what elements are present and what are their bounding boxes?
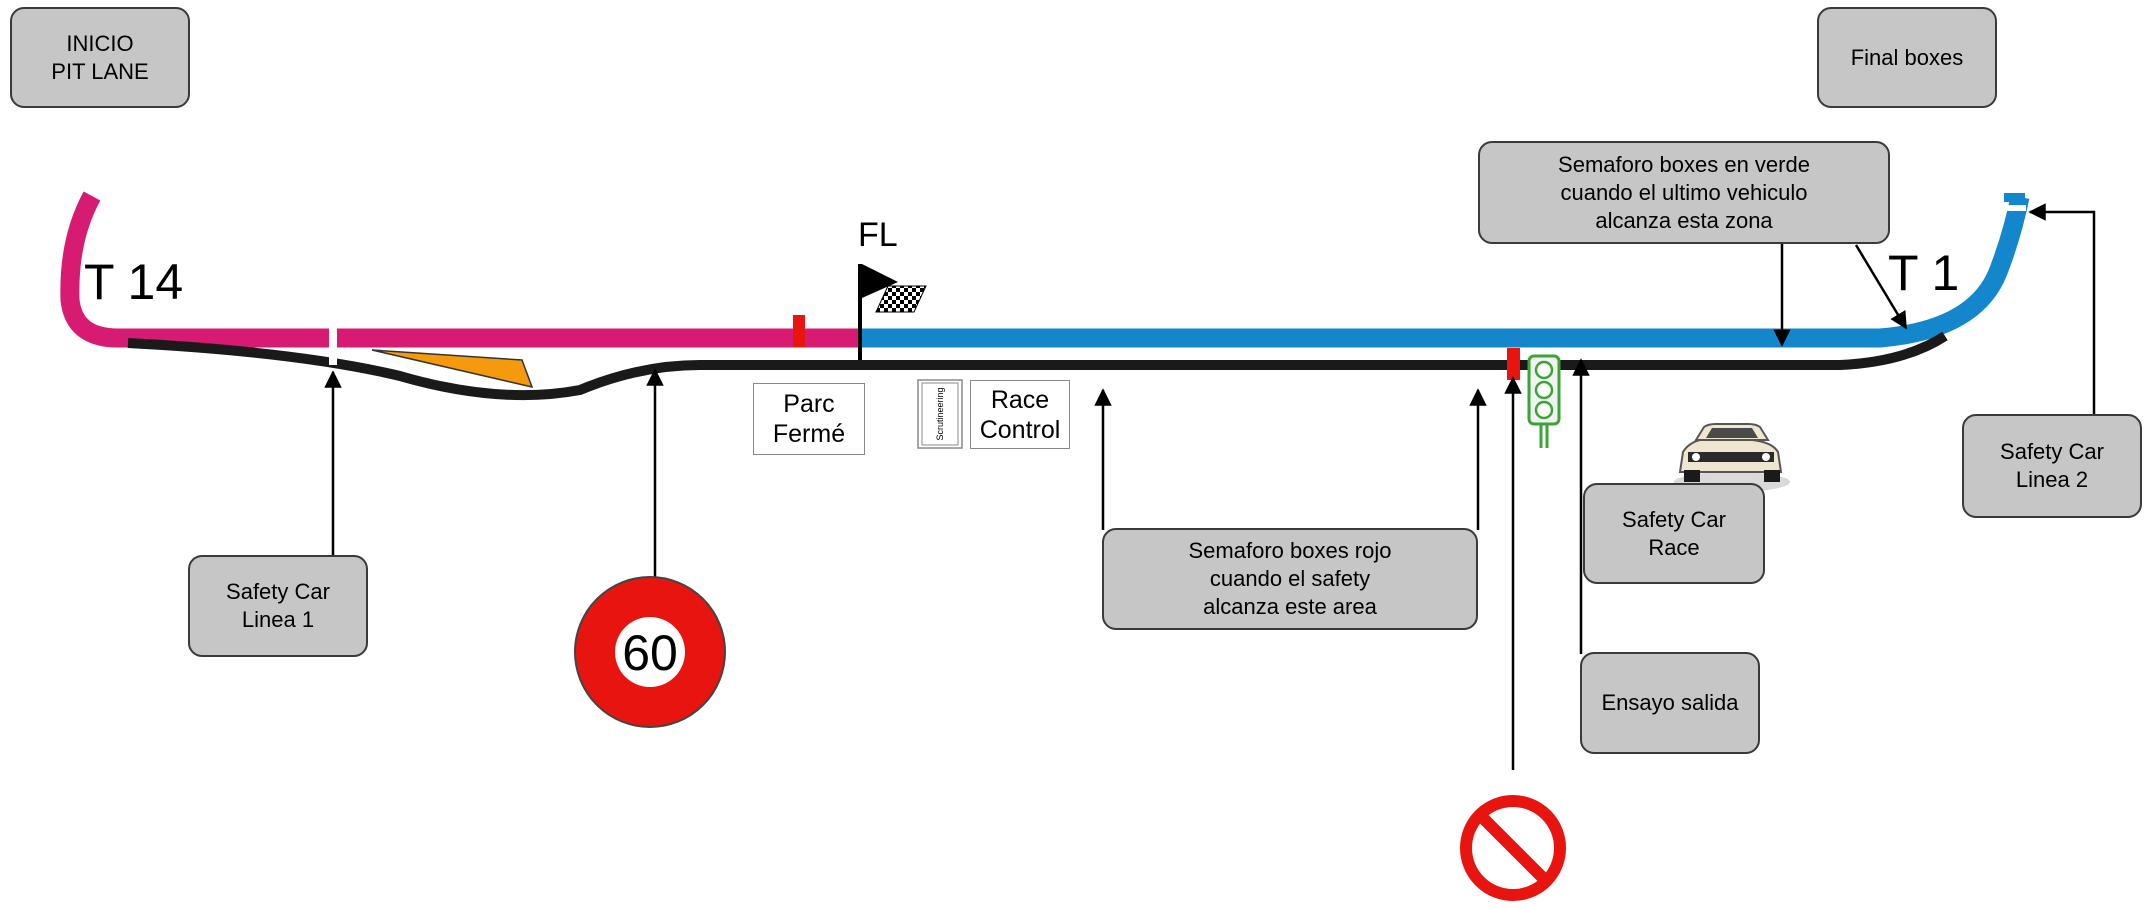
pit-lane-start-marker	[329, 327, 337, 365]
finish-line-label: FL	[858, 216, 898, 254]
turn-14-label: T 14	[84, 254, 184, 310]
track-blue-gap-marker	[2000, 205, 2026, 211]
arrow-semaforo-verde-diagonal	[1854, 244, 1908, 330]
no-entry-sign-icon	[1460, 795, 1566, 901]
pit-entry-wedge	[371, 349, 534, 389]
safety-car-linea-1-box: Safety Car Linea 1	[188, 555, 368, 657]
scrutineering-label: Scrutineering	[935, 387, 945, 440]
track-pink-section	[60, 191, 860, 348]
pit-lane-path	[127, 331, 1948, 401]
safety-car-linea-2-box: Safety Car Linea 2	[1962, 414, 2142, 518]
arrow-safety-car-linea-2	[2028, 203, 2096, 414]
race-control-tag: Race Control	[970, 380, 1070, 449]
final-boxes-box: Final boxes	[1817, 7, 1997, 108]
checkered-flag-icon	[875, 285, 927, 313]
safety-car-icon	[1674, 423, 1790, 492]
red-marker-exit	[1507, 348, 1520, 380]
flag-icon	[862, 264, 898, 298]
speed-limit-sign-icon	[574, 576, 726, 728]
inicio-pit-lane-box: INICIO PIT LANE	[10, 7, 190, 108]
semaforo-verde-box: Semaforo boxes en verde cuando el ultimo…	[1478, 141, 1890, 244]
traffic-light-icon	[1527, 354, 1561, 448]
ensayo-salida-box: Ensayo salida	[1580, 652, 1760, 754]
parc-ferme-tag: Parc Fermé	[753, 383, 865, 455]
scrutineering-sign	[917, 379, 963, 449]
red-marker-finish	[793, 315, 805, 347]
track-blue-section	[860, 195, 2030, 348]
safety-car-race-box: Safety Car Race	[1583, 483, 1765, 584]
speed-limit-value: 60	[622, 625, 678, 681]
turn-1-label: T 1	[1888, 245, 1960, 301]
track-blue-end-stub	[2004, 193, 2025, 202]
semaforo-rojo-box: Semaforo boxes rojo cuando el safety alc…	[1102, 528, 1478, 630]
